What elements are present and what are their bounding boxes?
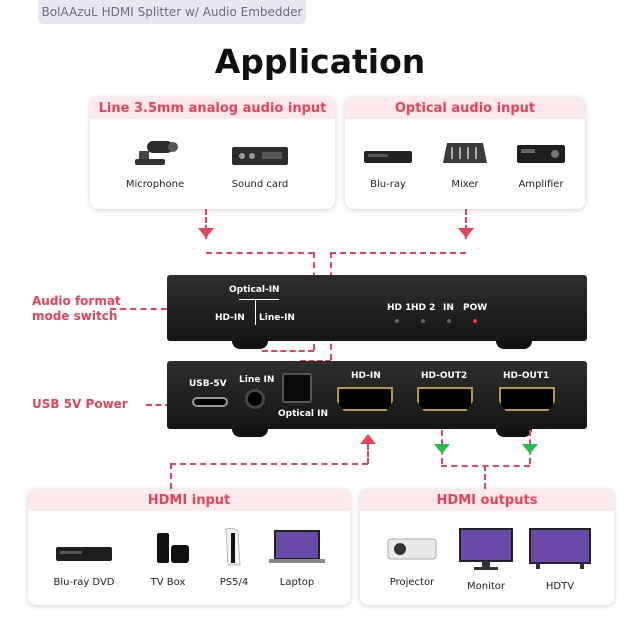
- splitter-back-panel: USB-5V Line IN Optical IN HD-IN HD-OUT2 …: [167, 361, 587, 429]
- amplifier-icon: [517, 145, 565, 163]
- line-audio-header: Line 3.5mm analog audio input: [90, 97, 335, 119]
- audio-mode-label: Audio format mode switch: [32, 294, 121, 323]
- hdmi-input-card: HDMI input Blu-ray DVD TV Box PS5/4 Lapt…: [28, 489, 350, 605]
- sound-card-item: Sound card: [220, 135, 300, 190]
- bluray-dvd-icon: [56, 547, 112, 561]
- ps5-label: PS5/4: [219, 577, 249, 588]
- tv-box-icon: [157, 533, 189, 563]
- optical-audio-connector: [465, 209, 467, 239]
- projector-item: Projector: [376, 527, 448, 588]
- hdtv-icon: [529, 528, 591, 569]
- sound-card-icon: [232, 147, 288, 165]
- line-audio-card: Line 3.5mm analog audio input Microphone…: [90, 97, 335, 209]
- amplifier-item: Amplifier: [503, 135, 579, 190]
- front-foot-left: [232, 341, 268, 349]
- bluray-dvd-label: Blu-ray DVD: [53, 577, 115, 588]
- hdmi-in-label: HD-IN: [351, 371, 381, 381]
- mixer-label: Mixer: [451, 179, 479, 190]
- hdmi-out2-port: [417, 387, 473, 411]
- optical-in-label: Optical IN: [278, 409, 328, 419]
- optical-audio-header: Optical audio input: [345, 97, 585, 119]
- microphone-item: Microphone: [120, 135, 190, 190]
- tv-box-label: TV Box: [150, 577, 186, 588]
- bluray-player-icon: [364, 151, 412, 163]
- usb-power-label: USB 5V Power: [32, 397, 128, 411]
- led-in-icon: [447, 319, 451, 323]
- hdmi-outputs-card: HDMI outputs Projector Monitor HDTV: [360, 489, 614, 605]
- led-hd2-icon: [421, 319, 425, 323]
- tv-box-item: TV Box: [133, 527, 203, 588]
- led-hd2-label: HD 2: [411, 303, 436, 313]
- usb-port-label: USB-5V: [189, 379, 227, 389]
- splitter-front-panel: Optical-IN HD-IN Line-IN HD 1 HD 2 IN PO…: [167, 275, 587, 341]
- switch-hdin-label: HD-IN: [215, 313, 245, 323]
- led-pow-icon: [473, 319, 477, 323]
- optical-audio-arrow-icon: [458, 228, 474, 238]
- optical-in-port: [282, 373, 312, 403]
- line-in-jack: [245, 389, 265, 409]
- line-audio-arrow-icon: [198, 228, 214, 238]
- hdmi-input-header: HDMI input: [28, 489, 350, 511]
- monitor-item: Monitor: [450, 527, 522, 592]
- usb-c-port: [192, 397, 228, 407]
- hdmi-out2-label: HD-OUT2: [421, 371, 468, 381]
- microphone-label: Microphone: [125, 179, 185, 190]
- projector-label: Projector: [389, 577, 435, 588]
- hdmi-out-route-down: [484, 465, 486, 489]
- led-in-label: IN: [443, 303, 454, 313]
- laptop-item: Laptop: [262, 527, 332, 588]
- optical-route-h: [330, 252, 466, 254]
- laptop-icon: [269, 530, 325, 563]
- led-pow-label: POW: [463, 303, 488, 313]
- hdmi-in-route-down: [170, 463, 172, 489]
- switch-linein-label: Line-IN: [259, 313, 295, 323]
- bluray-item: Blu-ray: [353, 135, 423, 190]
- product-banner: BolAAzuL HDMI Splitter w/ Audio Embedder: [38, 0, 306, 24]
- hdmi-out1-port: [499, 387, 555, 411]
- hdmi-in-route-v: [367, 444, 369, 464]
- bluray-dvd-item: Blu-ray DVD: [44, 527, 124, 588]
- hdmi-in-route-h: [170, 463, 368, 465]
- hdmi-outputs-header: HDMI outputs: [360, 489, 614, 511]
- bluray-label: Blu-ray: [370, 179, 406, 190]
- optical-audio-card: Optical audio input Blu-ray Mixer Amplif…: [345, 97, 585, 209]
- hdtv-item: HDTV: [524, 527, 596, 592]
- line-audio-route-h: [206, 252, 314, 254]
- monitor-label: Monitor: [466, 581, 505, 592]
- page-title: Application: [214, 42, 426, 81]
- line-audio-connector: [205, 209, 207, 239]
- hdmi-in-arrow-icon: [360, 434, 376, 444]
- line-in-label: Line IN: [239, 375, 275, 385]
- ps5-item: PS5/4: [206, 527, 262, 588]
- hdtv-label: HDTV: [545, 581, 575, 592]
- monitor-icon: [459, 528, 513, 570]
- led-hd1-label: HD 1: [387, 303, 412, 313]
- line-audio-route-h2: [262, 350, 314, 352]
- led-hd1-icon: [395, 319, 399, 323]
- switch-divider: [255, 299, 256, 325]
- projector-icon: [387, 538, 437, 560]
- switch-optical-label: Optical-IN: [229, 285, 280, 295]
- back-foot-left: [232, 429, 268, 437]
- hdmi-out1-label: HD-OUT1: [503, 371, 550, 381]
- front-foot-right: [496, 341, 532, 349]
- hdmi-in-port: [337, 387, 393, 411]
- amplifier-label: Amplifier: [518, 179, 564, 190]
- ps5-console-icon: [225, 527, 241, 566]
- mixer-icon: [443, 143, 487, 163]
- hdmi-out1-arrow-icon: [522, 444, 538, 454]
- microphone-icon: [135, 141, 178, 165]
- sound-card-label: Sound card: [231, 179, 289, 190]
- mixer-item: Mixer: [430, 135, 500, 190]
- back-foot-right: [496, 429, 532, 437]
- hdmi-out2-arrow-icon: [434, 444, 450, 454]
- laptop-label: Laptop: [279, 577, 315, 588]
- switch-bracket: [239, 299, 279, 300]
